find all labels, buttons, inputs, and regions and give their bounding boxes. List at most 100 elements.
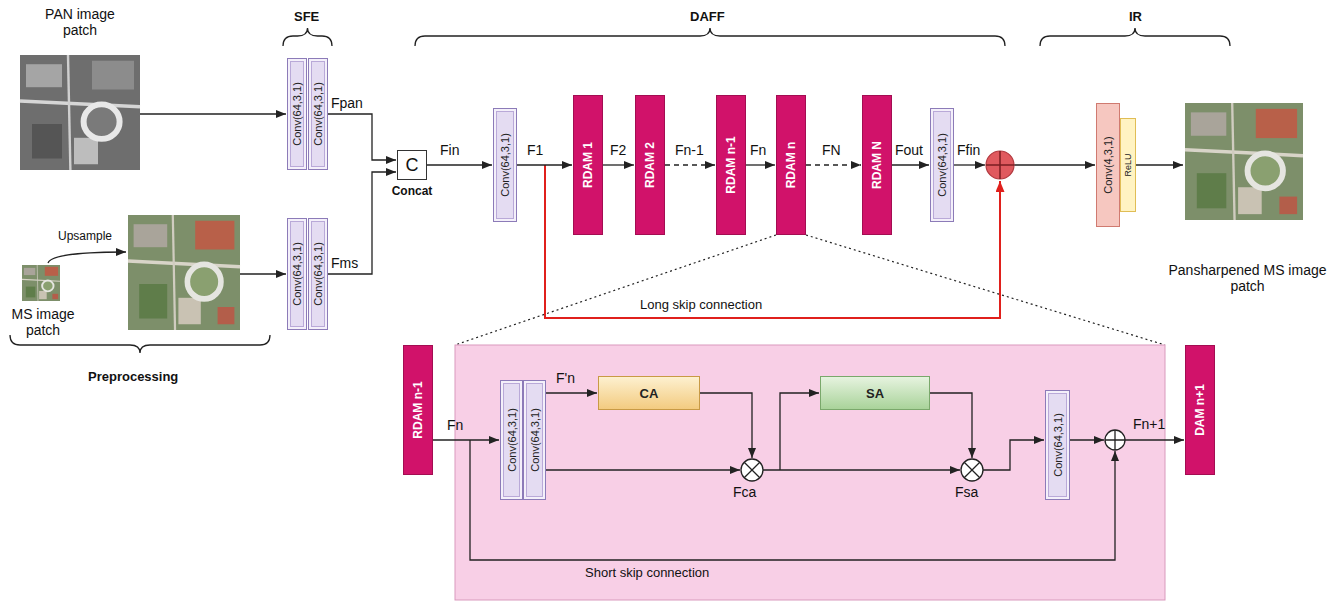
feature-label: Fn xyxy=(447,417,463,433)
attention-box: CA xyxy=(598,376,700,410)
box-label: Conv(64,3,1) xyxy=(529,408,541,472)
feature-label: F1 xyxy=(527,142,543,158)
brace xyxy=(1040,28,1230,46)
conv-block: Conv(64,3,1) xyxy=(500,380,523,500)
concat-box: CConcat xyxy=(397,150,427,180)
annotation-label: Fsa xyxy=(955,484,978,500)
feature-label: Fn-1 xyxy=(675,142,704,158)
zoom-guide xyxy=(455,235,776,345)
annotation-label: Fca xyxy=(733,484,756,500)
rdam-block: RDAM 1 xyxy=(573,95,603,235)
times-mark xyxy=(744,462,760,478)
flow-arrow xyxy=(427,164,492,165)
box-label: Conv(64,3,1) xyxy=(291,242,303,306)
box-label: RDAM 2 xyxy=(643,142,657,188)
annotation-label: SFE xyxy=(294,10,319,25)
box-label: SA xyxy=(866,386,884,401)
rdam-block: RDAM N xyxy=(862,95,892,235)
box-label: Conv(64,3,1) xyxy=(506,408,518,472)
box-label: CA xyxy=(640,386,659,401)
flow-arrow xyxy=(433,439,499,440)
dam-block: DAM n+1 xyxy=(1185,345,1215,475)
box-caption: Concat xyxy=(392,184,433,198)
attention-box: SA xyxy=(820,376,930,410)
wire xyxy=(700,393,752,458)
wire xyxy=(763,469,960,470)
feature-label: Fin xyxy=(440,142,459,158)
times-mark xyxy=(964,462,980,478)
output-image xyxy=(1185,103,1303,220)
wire xyxy=(240,273,286,274)
multiply-symbol xyxy=(961,459,983,481)
wire xyxy=(1135,164,1183,165)
box-label: Conv(64,3,1) xyxy=(291,82,303,146)
annotation-label: Fn+1 xyxy=(1133,416,1165,432)
conv-block: Conv(64,3,1) xyxy=(308,218,328,330)
annotation-label: Long skip connection xyxy=(640,298,762,313)
conv-block: Conv(64,3,1) xyxy=(287,218,307,330)
conv-block: Conv(64,3,1) xyxy=(308,58,328,170)
conv-block: Conv(64,3,1) xyxy=(1045,390,1070,500)
rdam-block: RDAM n xyxy=(776,95,806,235)
box-label: Conv(64,3,1) xyxy=(312,242,324,306)
flow-arrow xyxy=(806,164,861,165)
annotation-label: Pansharpened MS image patch xyxy=(1165,262,1330,294)
annotation-label: MS image patch xyxy=(4,306,82,338)
sum-symbol xyxy=(986,151,1014,179)
wire xyxy=(1070,439,1104,440)
annotation-label: Short skip connection xyxy=(585,566,709,581)
plus-mark xyxy=(986,151,1014,179)
brace xyxy=(415,28,1005,46)
relu-block: ReLU xyxy=(1120,118,1136,212)
wire xyxy=(140,113,286,114)
conv-block: Conv(64,3,1) xyxy=(930,108,954,222)
annotation-label: PAN image patch xyxy=(30,6,130,38)
annotation-label: DAFF xyxy=(690,10,725,25)
pan-image xyxy=(20,55,140,170)
box-label: RDAM n-1 xyxy=(411,381,425,438)
short-skip-line xyxy=(470,440,1115,560)
conv-block: Conv(64,3,1) xyxy=(493,108,517,222)
flow-arrow xyxy=(328,114,396,160)
wire xyxy=(1125,439,1184,440)
flow-arrow xyxy=(665,164,715,165)
box-label: Conv(64,3,1) xyxy=(499,133,511,197)
annotation-label: Ffin xyxy=(957,142,980,158)
box-label: Conv(64,3,1) xyxy=(312,82,324,146)
feature-label: Fpan xyxy=(331,95,363,111)
conv-block: Conv(4,3,1) xyxy=(1096,103,1120,227)
conv-block: Conv(64,3,1) xyxy=(287,58,307,170)
feature-label: FN xyxy=(822,142,841,158)
flow-arrow xyxy=(517,164,572,165)
box-label: Conv(4,3,1) xyxy=(1102,136,1114,193)
ms-upsampled-image xyxy=(128,215,240,330)
ms-small-image xyxy=(22,265,60,301)
box-label: RDAM 1 xyxy=(581,142,595,188)
flow-arrow xyxy=(746,164,775,165)
flow-arrow xyxy=(892,164,929,165)
feature-label: Fout xyxy=(895,142,923,158)
annotation-label: Preprocessing xyxy=(88,370,178,385)
conv-block: Conv(64,3,1) xyxy=(523,380,546,500)
flow-arrow xyxy=(328,172,396,274)
flow-arrow xyxy=(546,392,597,393)
zoom-panel xyxy=(455,345,1165,600)
box-label: RDAM n-1 xyxy=(724,136,738,193)
box-label: Conv(64,3,1) xyxy=(936,133,948,197)
annotation-label: IR xyxy=(1129,10,1142,25)
rdam-block: RDAM 2 xyxy=(635,95,665,235)
wire xyxy=(983,440,1044,470)
feature-label: F2 xyxy=(610,142,626,158)
wire xyxy=(780,393,819,470)
zoom-guide xyxy=(806,235,1165,345)
sum-symbol xyxy=(1105,430,1125,450)
feature-label: Fms xyxy=(331,255,358,271)
flow-arrow xyxy=(603,164,634,165)
box-label: DAM n+1 xyxy=(1193,384,1207,436)
upsample-arrow xyxy=(48,252,126,263)
wire xyxy=(546,469,740,470)
rdam-block: RDAM n-1 xyxy=(403,345,433,475)
multiply-symbol xyxy=(741,459,763,481)
box-label: C xyxy=(406,155,419,176)
wire xyxy=(954,164,985,165)
